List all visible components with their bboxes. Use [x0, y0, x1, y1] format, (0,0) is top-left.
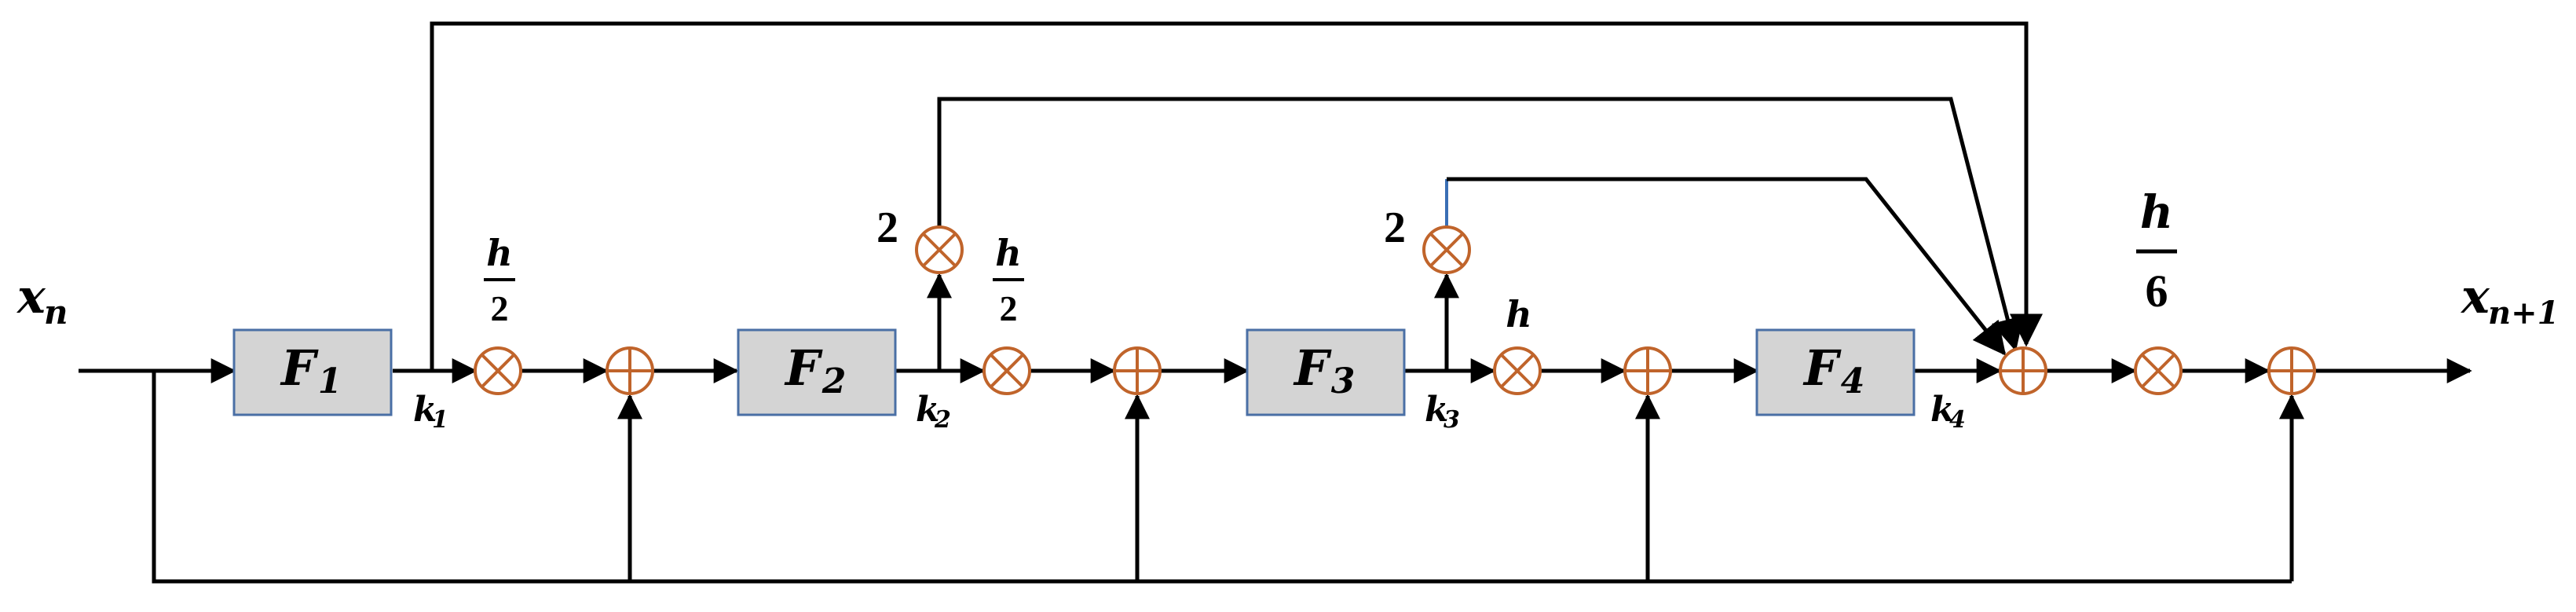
signal-k4: k 4 [1930, 390, 1966, 434]
svg-text:2: 2 [1000, 288, 1018, 328]
block-f1: F 1 [232, 328, 393, 416]
summer-5 [2267, 346, 2316, 395]
multiplier-2-a [915, 225, 964, 274]
block-f3: F 3 [1246, 328, 1406, 416]
svg-text:6: 6 [2146, 266, 2168, 317]
svg-text:3: 3 [1331, 361, 1356, 401]
svg-text:k: k [1425, 390, 1449, 430]
svg-text:F: F [1802, 339, 1842, 397]
signal-k2: k 2 [916, 390, 951, 434]
svg-text:h: h [995, 232, 1021, 274]
block-f2: F 2 [737, 328, 897, 416]
svg-text:4: 4 [1949, 406, 1966, 434]
svg-text:F: F [280, 339, 319, 397]
gain-h-over-2-b: h 2 [993, 232, 1024, 328]
signal-k3: k 3 [1425, 390, 1460, 434]
multiplier-2-b [1422, 225, 1471, 274]
svg-text:F: F [784, 339, 823, 397]
svg-text:2: 2 [821, 361, 847, 401]
wire-bus [152, 371, 2292, 584]
summer-4 [1999, 346, 2047, 395]
svg-text:4: 4 [1841, 361, 1865, 401]
gain-h-over-2-a: h 2 [484, 232, 515, 328]
gain-2-b: 2 [1384, 203, 1406, 252]
input-label: x n [16, 269, 68, 332]
gain-h-over-6: h 6 [2136, 185, 2177, 317]
svg-text:2: 2 [491, 288, 509, 328]
gain-2-a: 2 [876, 203, 898, 252]
svg-text:x: x [16, 269, 46, 324]
multiplier-h-over-2-b [982, 346, 1031, 395]
summer-3 [1623, 346, 1672, 395]
svg-text:n+1: n+1 [2488, 295, 2559, 332]
signal-k1: k 1 [413, 390, 448, 434]
svg-text:2: 2 [934, 406, 951, 434]
svg-text:h: h [2140, 185, 2173, 239]
wire-times2b-to-sum4 [1447, 177, 2007, 356]
output-label: x n+1 [2460, 269, 2559, 332]
svg-text:n: n [44, 293, 68, 332]
svg-text:h: h [1506, 293, 1531, 335]
wire-k1-to-sum4 [430, 21, 2043, 371]
svg-text:x: x [2460, 269, 2490, 324]
svg-text:1: 1 [432, 406, 448, 434]
svg-text:k: k [916, 390, 940, 430]
svg-text:k: k [1930, 390, 1955, 430]
svg-text:h: h [486, 232, 512, 274]
block-f4: F 4 [1755, 328, 1916, 416]
multiplier-h-over-2-a [474, 346, 522, 395]
multiplier-h [1493, 346, 1542, 395]
svg-text:3: 3 [1444, 406, 1460, 434]
svg-text:k: k [413, 390, 437, 430]
svg-text:F: F [1293, 339, 1332, 397]
multiplier-h-over-6 [2134, 346, 2183, 395]
summer-2 [1113, 346, 1162, 395]
summer-1 [606, 346, 654, 395]
gain-h: h [1506, 293, 1531, 335]
wire-times2a-to-sum4 [937, 97, 2024, 352]
svg-text:1: 1 [318, 361, 342, 401]
